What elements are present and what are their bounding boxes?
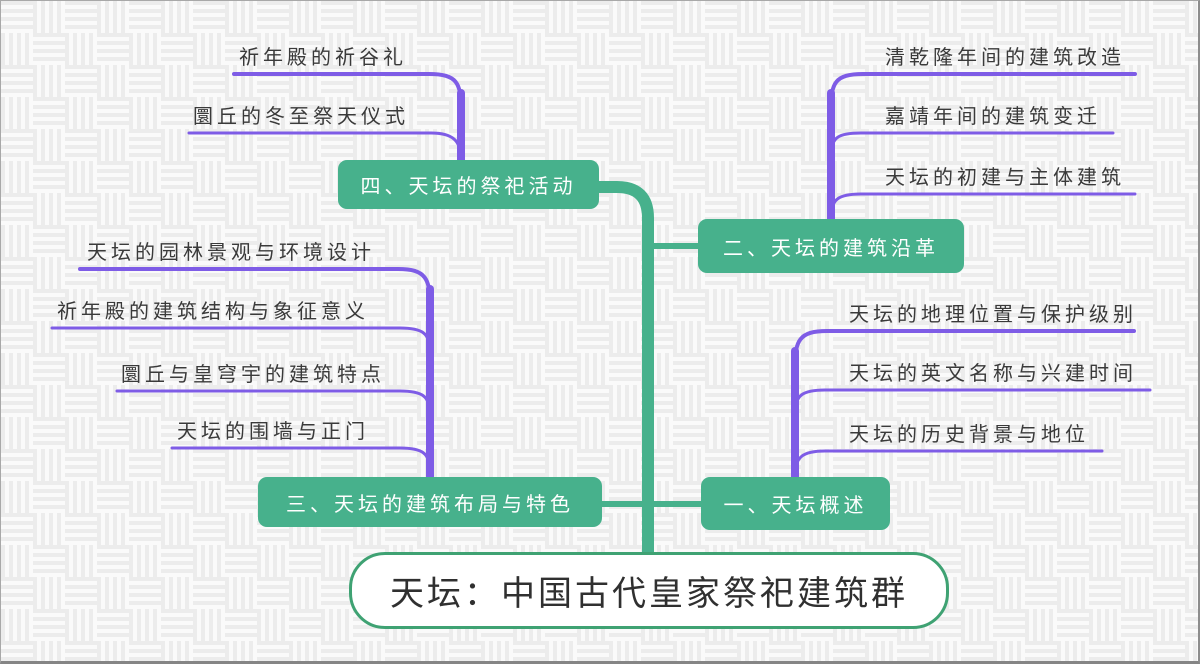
underline-branch-1-child-2: [793, 388, 1152, 415]
subtopic-connectors: [50, 72, 1152, 482]
underline-branch-3-child-2: [50, 326, 432, 353]
subtopic-2-1[interactable]: 清乾隆年间的建筑改造: [885, 47, 1125, 69]
underline-branch-2-child-1: [829, 72, 1137, 111]
underline-branch-4-child-2: [187, 131, 463, 161]
branch-node-2[interactable]: 二、天坛的建筑沿革: [698, 219, 964, 273]
subtopic-1-3[interactable]: 天坛的历史背景与地位: [849, 424, 1089, 446]
underline-branch-4-child-1: [232, 72, 463, 111]
branch-node-3[interactable]: 三、天坛的建筑布局与特色: [258, 477, 602, 527]
branch-node-1[interactable]: 一、天坛概述: [701, 477, 890, 530]
trunk-line: [592, 181, 654, 558]
branch-node-4[interactable]: 四、天坛的祭祀活动: [338, 160, 599, 209]
subtopic-3-3[interactable]: 圜丘与皇穹宇的建筑特点: [121, 364, 385, 386]
subtopic-4-2[interactable]: 圜丘的冬至祭天仪式: [193, 106, 409, 128]
underline-branch-3-child-4: [170, 446, 432, 473]
subtopic-1-2[interactable]: 天坛的英文名称与兴建时间: [849, 363, 1137, 385]
subtopic-4-1[interactable]: 祈年殿的祈谷礼: [239, 47, 407, 69]
underline-branch-3-child-1: [78, 267, 432, 307]
underline-branch-2-child-3: [829, 192, 1137, 219]
underline-branch-1-child-3: [793, 449, 1104, 477]
subtopic-2-2[interactable]: 嘉靖年间的建筑变迁: [885, 106, 1101, 128]
underline-branch-3-child-3: [115, 389, 432, 416]
subtopic-3-2[interactable]: 祈年殿的建筑结构与象征意义: [57, 301, 369, 323]
trunk-connectors: [592, 181, 706, 558]
subtopic-1-1[interactable]: 天坛的地理位置与保护级别: [849, 304, 1137, 326]
underline-branch-2-child-2: [829, 131, 1115, 157]
subtopic-3-1[interactable]: 天坛的园林景观与环境设计: [87, 242, 375, 264]
root-node[interactable]: 天坛：中国古代皇家祭祀建筑群: [349, 552, 949, 629]
subtopic-3-4[interactable]: 天坛的围墙与正门: [177, 421, 369, 443]
underline-branch-1-child-1: [793, 329, 1136, 369]
subtopic-2-3[interactable]: 天坛的初建与主体建筑: [885, 167, 1125, 189]
